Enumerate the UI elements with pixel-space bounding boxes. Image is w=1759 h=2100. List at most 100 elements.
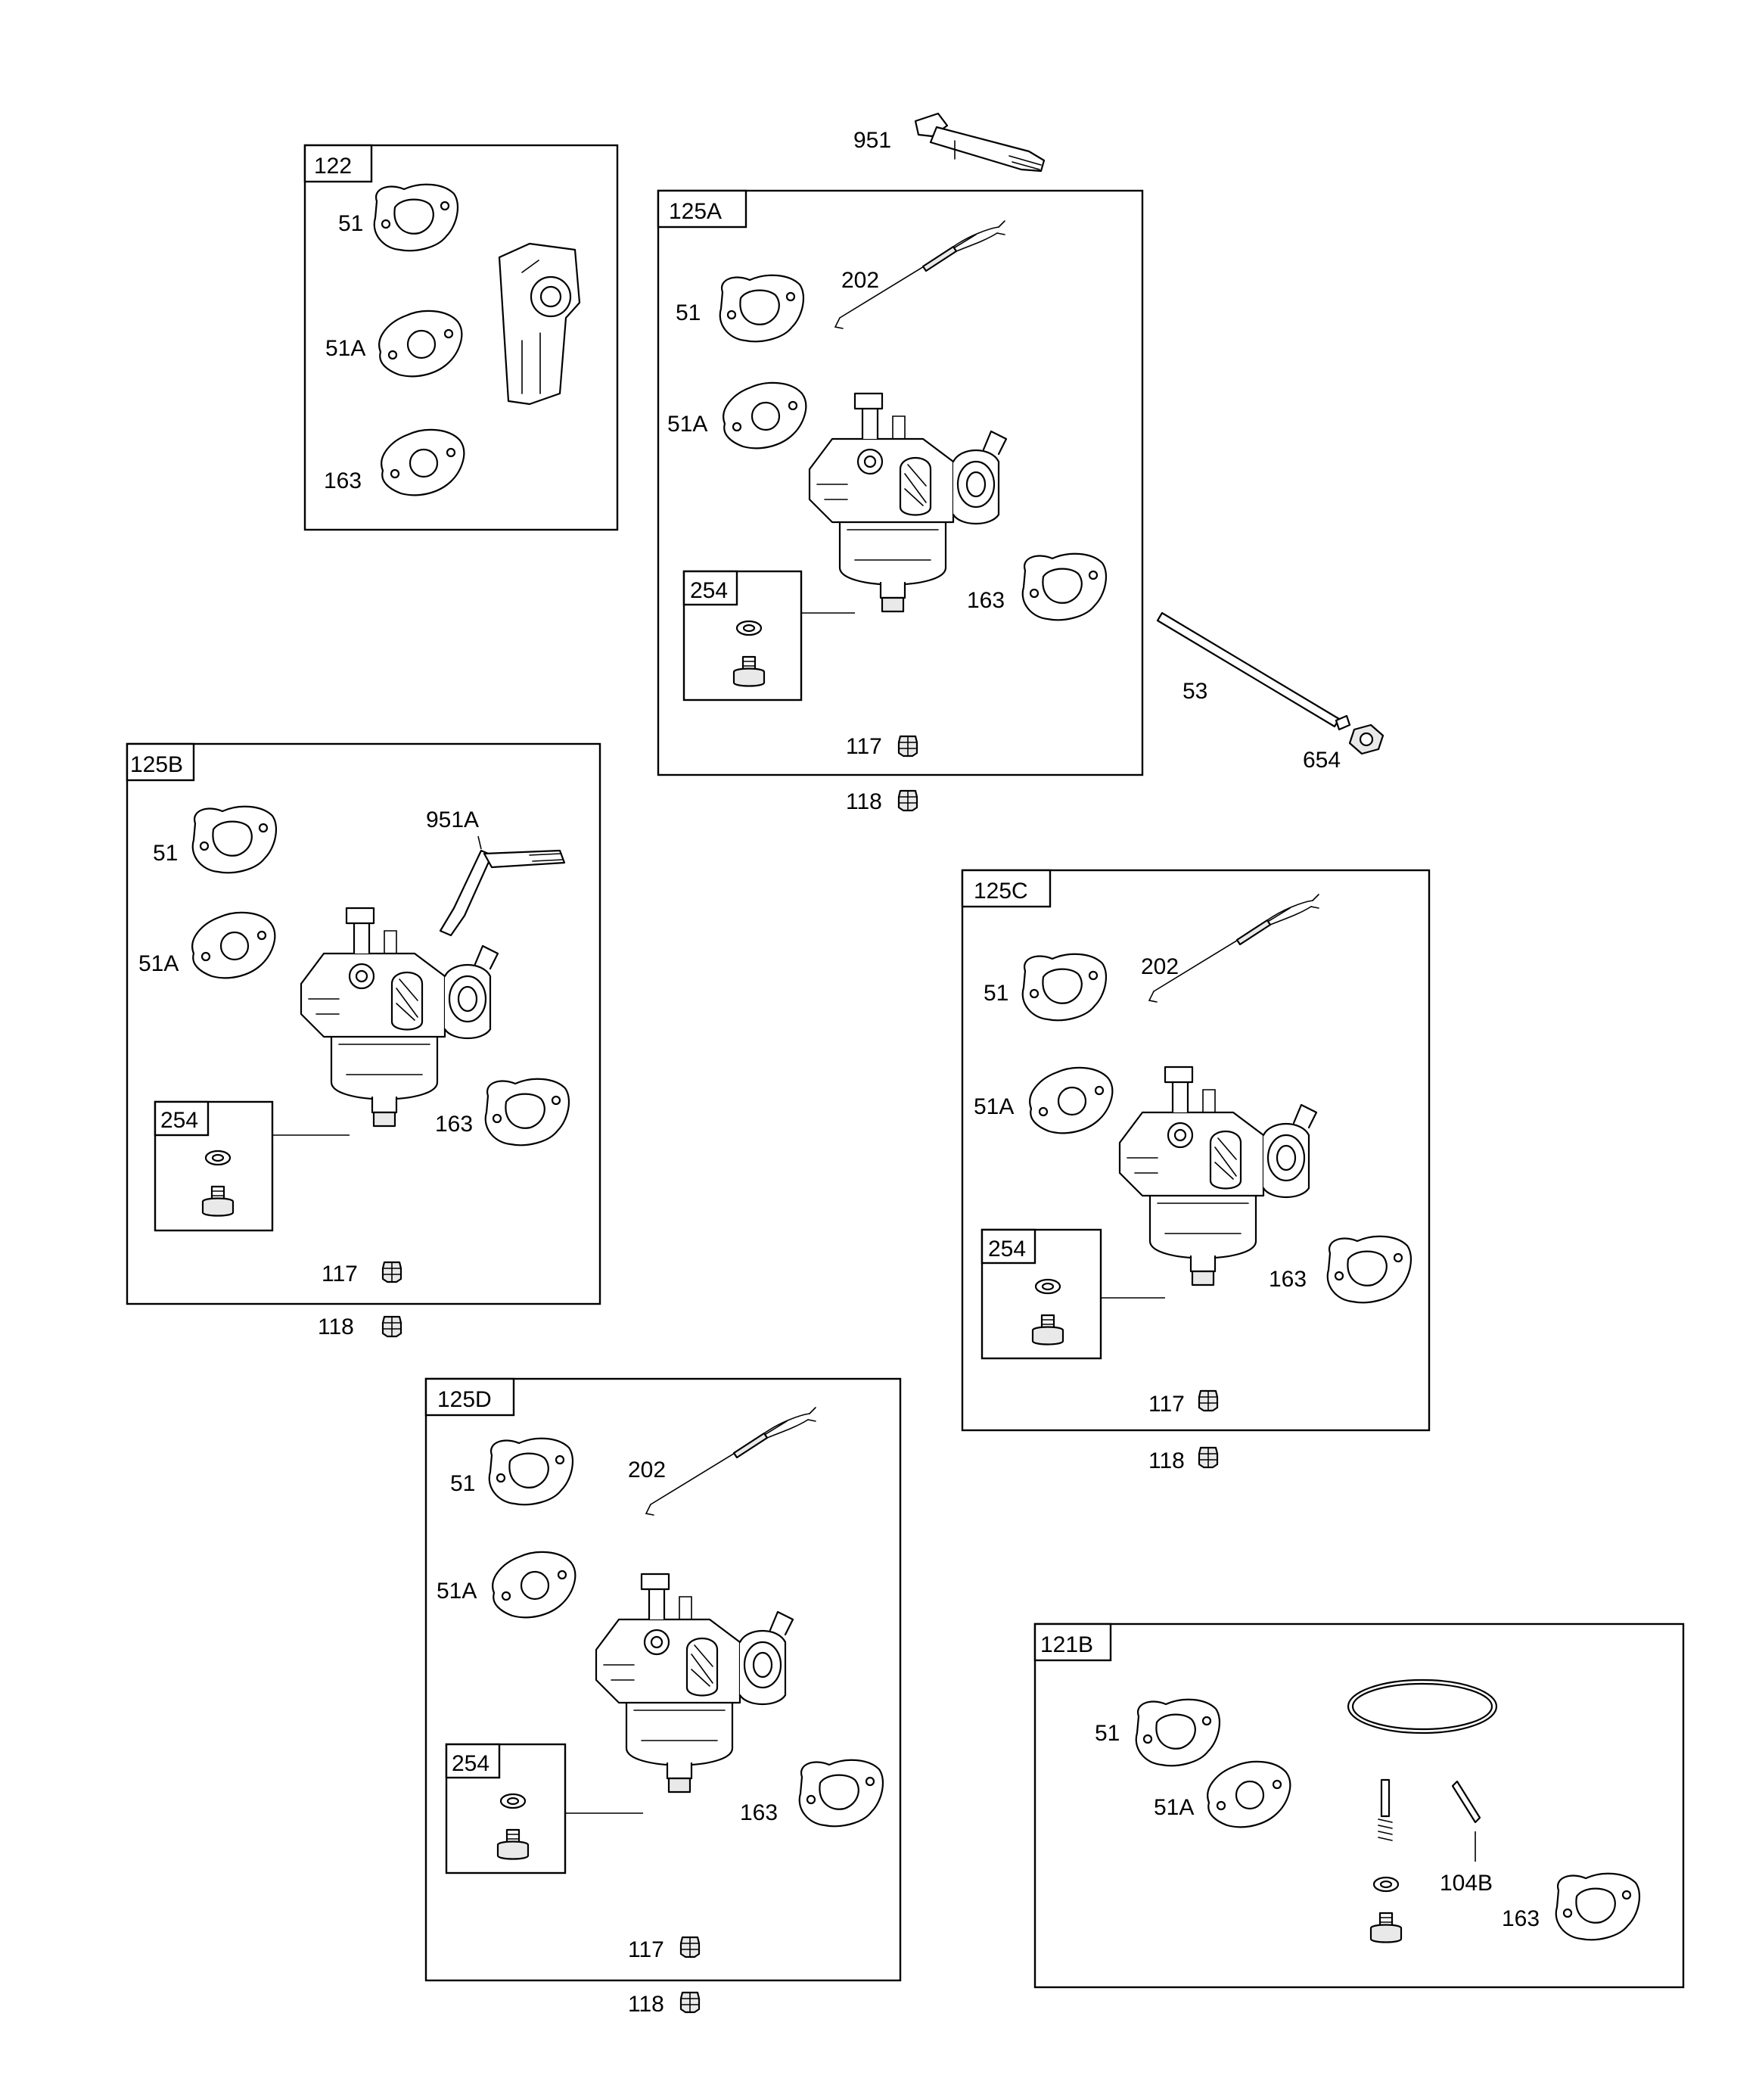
label-118-b: 118: [318, 1314, 354, 1339]
label-125d-163: 163: [740, 1800, 778, 1825]
label-125a-51: 51: [676, 300, 701, 325]
group-125b-254-frame: [154, 1100, 274, 1232]
group-125d-254-tag-box: [445, 1743, 501, 1779]
label-125a-117: 117: [846, 734, 882, 759]
label-125b-51a: 51A: [138, 951, 179, 976]
group-125a-254-tag: 254: [690, 578, 728, 603]
shaft-icon: [1156, 611, 1341, 728]
nut-117-icon: [1198, 1389, 1219, 1412]
gasket-51-icon: [191, 805, 278, 874]
group-125c-254-frame: [981, 1228, 1102, 1360]
group-125b-frame: [126, 742, 601, 1305]
nut-117-icon: [679, 1936, 701, 1958]
label-125a-163: 163: [967, 588, 1005, 613]
group-125a: 125A 51 202 51A 163 254 117: [657, 189, 1144, 776]
group-125a-tag-box: [657, 189, 747, 229]
gasket-163-icon: [1555, 1872, 1641, 1941]
label-122-163: 163: [324, 468, 362, 493]
label-125b-117: 117: [322, 1262, 358, 1286]
group-125c-tag: 125C: [974, 879, 1028, 904]
group-125a-tag: 125A: [669, 199, 722, 224]
spacer-adapter-icon: [498, 242, 581, 406]
label-125c-117: 117: [1148, 1392, 1185, 1417]
o-ring-icon: [1347, 1678, 1498, 1734]
needle-valve-icon: [1378, 1778, 1393, 1841]
gasket-163-icon: [381, 428, 465, 496]
label-125c-202: 202: [1141, 954, 1179, 979]
gasket-163-icon: [484, 1078, 570, 1146]
label-121b-163: 163: [1502, 1906, 1540, 1931]
group-125b: 125B 51 951A 51A 163 254 117: [126, 742, 601, 1305]
label-125c-163: 163: [1269, 1267, 1307, 1292]
gasket-51a-icon: [1207, 1760, 1291, 1828]
group-125b-254-tag: 254: [160, 1108, 198, 1133]
label-118-d: 118: [628, 1992, 664, 2017]
nut-118-icon: [1198, 1446, 1219, 1469]
choke-lever-icon: [439, 849, 566, 937]
group-122-tag: 122: [314, 154, 352, 179]
group-125c-254-tag: 254: [988, 1237, 1026, 1262]
nut-118-icon: [381, 1315, 402, 1338]
label-125b-163: 163: [435, 1112, 473, 1137]
nut-117-icon: [381, 1261, 402, 1283]
label-121b-104b: 104B: [1440, 1871, 1493, 1896]
shaft-53: 53: [1156, 611, 1351, 731]
group-125b-tag-box: [126, 742, 195, 782]
carburetor-icon: [808, 392, 1008, 613]
float-pin-icon: [1451, 1780, 1481, 1824]
group-121b: 121B 51 51A 104B 163: [1033, 1622, 1685, 1989]
label-125b-951a: 951A: [426, 807, 479, 832]
label-125c-51: 51: [984, 981, 1008, 1006]
throttle-lever-951: 951: [853, 112, 1046, 173]
group-125d-254-tag: 254: [452, 1751, 489, 1776]
gasket-51a-icon: [1029, 1066, 1114, 1134]
gasket-163-icon: [1326, 1235, 1412, 1304]
bowl-bolt-icon: [496, 1793, 530, 1860]
group-125d-tag-box: [424, 1377, 515, 1417]
gasket-51-icon: [488, 1437, 574, 1506]
label-125b-51: 51: [153, 841, 178, 866]
label-125d-51a: 51A: [437, 1579, 477, 1604]
carburetor-icon: [300, 907, 499, 1128]
bowl-bolt-icon: [732, 620, 766, 687]
nut-118-icon: [897, 789, 918, 812]
group-125b-254-tag-box: [154, 1100, 210, 1137]
group-125c-frame: [961, 869, 1431, 1432]
gasket-51-icon: [1021, 953, 1108, 1022]
nut-117-icon: [897, 735, 918, 758]
label-125d-51: 51: [450, 1471, 475, 1496]
label-125d-202: 202: [628, 1458, 666, 1482]
bowl-bolt-icon: [1369, 1876, 1403, 1943]
label-118-a: 118: [846, 789, 882, 814]
nut-118-icon: [679, 1991, 701, 2014]
label-53: 53: [1183, 679, 1207, 704]
group-122-tag-box: [303, 144, 373, 183]
group-122-frame: [303, 144, 619, 531]
group-125b-tag: 125B: [130, 752, 183, 777]
gasket-163-icon: [1021, 552, 1108, 621]
label-654: 654: [1303, 748, 1341, 773]
group-121b-tag-box: [1033, 1622, 1112, 1662]
label-125c-51a: 51A: [974, 1094, 1014, 1119]
carburetor-icon: [1118, 1066, 1318, 1286]
label-122-51: 51: [338, 211, 363, 236]
bowl-bolt-icon: [201, 1150, 235, 1217]
gasket-51-icon: [1135, 1698, 1221, 1767]
nut-654: 654: [1303, 723, 1385, 773]
carburetor-icon: [595, 1573, 794, 1794]
group-125c: 125C 51 202 51A 163 254 117: [961, 869, 1431, 1432]
label-125a-51a: 51A: [667, 412, 707, 437]
gasket-51a-icon: [191, 911, 276, 979]
label-121b-51: 51: [1095, 1721, 1120, 1746]
gasket-51-icon: [719, 274, 805, 343]
group-121b-frame: [1033, 1622, 1685, 1989]
gasket-51-icon: [373, 183, 459, 252]
gasket-51a-icon: [492, 1551, 576, 1619]
group-121b-tag: 121B: [1040, 1632, 1093, 1657]
group-125a-254-tag-box: [682, 570, 738, 606]
label-121b-51a: 51A: [1154, 1795, 1194, 1820]
gasket-163-icon: [798, 1759, 884, 1828]
group-125a-frame: [657, 189, 1144, 776]
group-122: 122 51 51A 163: [303, 144, 619, 531]
